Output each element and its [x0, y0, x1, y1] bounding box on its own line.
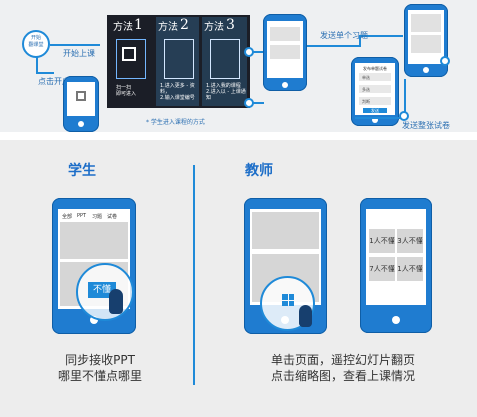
flow-line-8 [359, 35, 403, 37]
method-1: 方法 1 扫一扫 即可进入 [111, 17, 150, 106]
flow-line-7 [359, 35, 361, 47]
click-open-label: 点击开启 [38, 77, 70, 86]
teacher-caption-line-1: 单击页面，遥控幻灯片翻页 [270, 353, 415, 367]
send-single-label: 发送单个习题 [320, 31, 368, 40]
small-phone [63, 76, 99, 132]
test-item-3: 判断 [362, 99, 370, 104]
student-caption-line-2: 哪里不懂点哪里 [57, 369, 142, 383]
student-heading: 学生 [68, 163, 96, 179]
send-whole-label: 发送整张试卷 [402, 121, 450, 130]
teacher-caption: 单击页面，遥控幻灯片翻页 点击缩略图，查看上课情况 [258, 352, 428, 384]
start-circle-text: 开始 翻课堂 [28, 35, 44, 48]
test-send-button[interactable]: 发送 [363, 108, 387, 113]
student-tab-test[interactable]: 试卷 [107, 214, 118, 220]
center-divider [193, 165, 195, 385]
method-3: 方法 3 1.进入我的课程 2.进入以 - 上课通知 [202, 17, 247, 106]
teacher-heading: 教师 [245, 163, 273, 179]
teacher-cell-1: 1人不懂 [369, 229, 395, 253]
flow-node-d [440, 56, 450, 66]
flow-line-4 [251, 51, 263, 53]
teacher-phone-right [404, 4, 448, 77]
student-caption: 同步接收PPT 哪里不懂点哪里 [40, 352, 160, 384]
test-phone: 发布单题试卷 单选 多选 判断 发送 [351, 57, 399, 126]
teacher-cell-3: 7人不懂 [369, 257, 395, 281]
test-item-2: 多选 [362, 87, 370, 92]
teacher-cell-2: 3人不懂 [397, 229, 423, 253]
test-item-1: 单选 [362, 75, 370, 80]
flow-line-6 [307, 45, 359, 47]
method-2: 方法 2 1.进入更多 - 资料， 2.输入课堂编号 [156, 17, 199, 106]
join-hint: * 学生进入课程的方式 [146, 119, 205, 126]
student-caption-line-1: 同步接收PPT [65, 353, 135, 367]
teacher-phone-right-bottom: 1人不懂 3人不懂 7人不懂 1人不懂 [360, 198, 432, 333]
flow-line-1 [50, 44, 100, 46]
flow-node-a [244, 47, 254, 57]
flow-node-b [244, 98, 254, 108]
student-tab-exercise[interactable]: 习题 [92, 214, 103, 220]
teacher-hand-icon [299, 305, 312, 327]
flow-node-c [399, 111, 409, 121]
start-class-label: 开始上课 [63, 49, 95, 58]
teacher-cell-4: 1人不懂 [397, 257, 423, 281]
flow-line-10 [404, 79, 406, 117]
flow-line-2 [36, 57, 38, 73]
methods-panel: 方法 1 扫一扫 即可进入 方法 2 1.进入更多 - 资料， 2.输入课堂编号… [107, 15, 250, 108]
flow-line-9 [355, 117, 404, 119]
slides-grid-icon[interactable] [282, 294, 294, 306]
test-title: 发布单题试卷 [363, 66, 387, 71]
flow-line-5 [251, 102, 264, 104]
student-tab-all[interactable]: 全部 [62, 214, 73, 220]
flow-line-3 [36, 72, 54, 74]
teacher-phone-top [263, 14, 307, 91]
student-hand-icon [109, 289, 123, 314]
teacher-caption-line-2: 点击缩略图，查看上课情况 [270, 369, 415, 383]
start-circle[interactable] [22, 30, 50, 58]
student-tab-ppt[interactable]: PPT [77, 213, 87, 219]
